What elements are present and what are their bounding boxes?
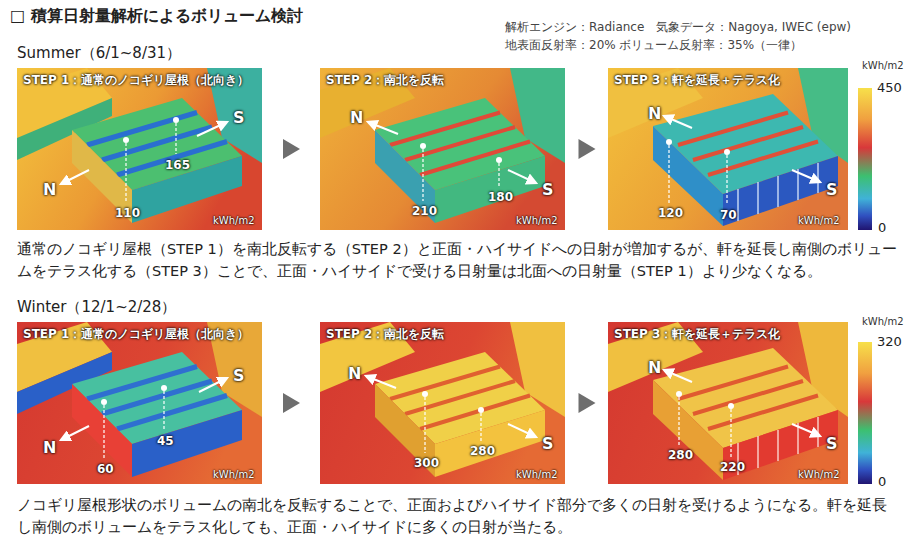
step-label: STEP 1：通常のノコギリ屋根（北向き） bbox=[23, 73, 249, 87]
step-arrow bbox=[283, 393, 300, 413]
value-callout: 165 bbox=[165, 158, 190, 172]
step-label: STEP 1：通常のノコギリ屋根（北向き） bbox=[23, 327, 249, 341]
step-arrow bbox=[579, 139, 596, 159]
compass-label: S bbox=[826, 180, 838, 199]
compass-label: N bbox=[43, 438, 56, 457]
compass-label: S bbox=[542, 434, 554, 453]
value-callout: 120 bbox=[658, 206, 683, 220]
value-callout: 280 bbox=[668, 448, 693, 462]
unit-label: kWh/m2 bbox=[798, 215, 840, 227]
compass-label: N bbox=[43, 180, 56, 199]
description: ノコギリ屋根形状のボリュームの南北を反転することで、正面およびハイサイド部分で多… bbox=[17, 494, 897, 538]
arrow-head bbox=[283, 393, 300, 413]
step-arrow bbox=[283, 139, 300, 159]
compass-label: S bbox=[542, 180, 554, 199]
color-bar bbox=[858, 88, 872, 230]
season-heading: Summer（6/1~8/31） bbox=[17, 44, 181, 62]
value-callout: 180 bbox=[488, 190, 513, 204]
analysis-panel: STEP 2：南北を反転 N 300 280 SkWh/m2 bbox=[320, 322, 565, 484]
compass-label: N bbox=[648, 358, 661, 377]
bar-min: 0 bbox=[878, 220, 886, 236]
value-callout: 300 bbox=[414, 456, 439, 470]
analysis-panel: STEP 1：通常のノコギリ屋根（北向き） S 45 N 60 kWh/m2 bbox=[17, 322, 262, 484]
bar-min: 0 bbox=[878, 474, 886, 490]
step-label: STEP 2：南北を反転 bbox=[326, 327, 444, 341]
arrow-head bbox=[283, 139, 300, 159]
bar-unit: kWh/m2 bbox=[862, 60, 904, 72]
description: 通常のノコギリ屋根（STEP 1）を南北反転する（STEP 2）と正面・ハイサイ… bbox=[17, 238, 897, 282]
color-bar bbox=[858, 342, 872, 484]
unit-label: kWh/m2 bbox=[516, 215, 558, 227]
title: □ 積算日射量解析によるボリューム検討 bbox=[10, 6, 303, 25]
unit-label: kWh/m2 bbox=[213, 215, 255, 227]
compass-label: N bbox=[648, 104, 661, 123]
arrow-head bbox=[579, 139, 596, 159]
bar-unit: kWh/m2 bbox=[862, 316, 904, 328]
step-label: STEP 3：軒を延長＋テラス化 bbox=[614, 327, 780, 341]
unit-label: kWh/m2 bbox=[798, 469, 840, 481]
analysis-panel: STEP 3：軒を延長＋テラス化 N 120 70 SkWh/m2 bbox=[608, 68, 848, 230]
compass-label: N bbox=[350, 108, 363, 127]
info-line: 地表面反射率：20% ボリューム反射率：35%（一律） bbox=[505, 38, 802, 52]
value-callout: 45 bbox=[157, 434, 174, 448]
step-label: STEP 2：南北を反転 bbox=[326, 73, 444, 87]
compass-label: N bbox=[348, 364, 361, 383]
value-callout: 220 bbox=[720, 460, 745, 474]
arrow-head bbox=[579, 393, 596, 413]
value-callout: 70 bbox=[720, 208, 737, 222]
compass-label: S bbox=[233, 108, 245, 127]
bar-max: 450 bbox=[877, 80, 902, 96]
value-callout: 110 bbox=[115, 206, 140, 220]
info-line: 解析エンジン：Radiance 気象データ：Nagoya, IWEC (epw) bbox=[505, 20, 851, 34]
bar-max: 320 bbox=[877, 334, 902, 350]
value-callout: 60 bbox=[97, 462, 114, 476]
analysis-panel: STEP 3：軒を延長＋テラス化 N 280 220 SkWh/m2 bbox=[608, 322, 848, 484]
analysis-panel: STEP 1：通常のノコギリ屋根（北向き） S 165N 110 kWh/m2 bbox=[17, 68, 262, 230]
compass-label: S bbox=[233, 366, 245, 385]
step-label: STEP 3：軒を延長＋テラス化 bbox=[614, 73, 780, 87]
compass-label: S bbox=[826, 434, 838, 453]
value-callout: 280 bbox=[470, 444, 495, 458]
unit-label: kWh/m2 bbox=[213, 469, 255, 481]
unit-label: kWh/m2 bbox=[516, 469, 558, 481]
step-arrow bbox=[579, 393, 596, 413]
value-callout: 210 bbox=[412, 204, 437, 218]
analysis-panel: STEP 2：南北を反転 N 210 180 SkWh/m2 bbox=[320, 68, 565, 230]
season-heading: Winter（12/1~2/28） bbox=[17, 298, 176, 316]
